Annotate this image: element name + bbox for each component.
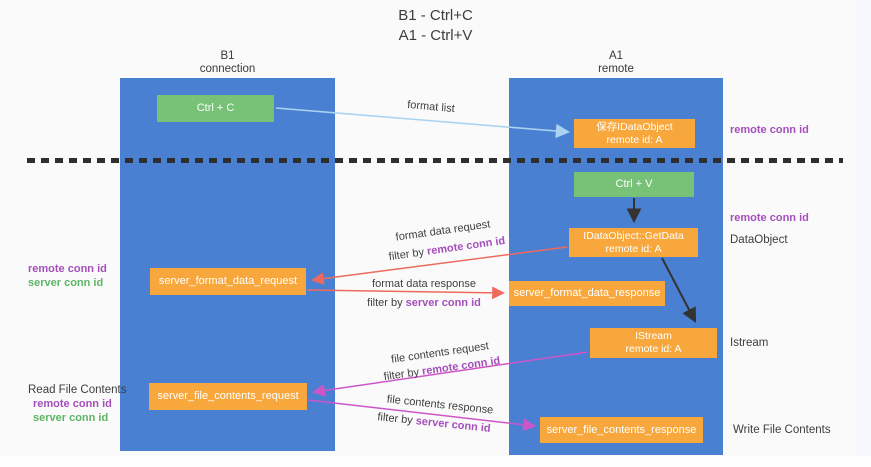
remote-conn-id-text: remote conn id [426,234,506,258]
label-filter-server-conn-id-1: filter by server conn id [367,297,481,309]
filter-by-text: filter by [376,411,417,428]
label-format-data-response: format data response [372,278,476,290]
side-label-remote-conn-id-mid-right: remote conn id [730,212,809,224]
node-ctrl-v: Ctrl + V [574,172,694,197]
node-server-file-contents-request: server_file_contents_request [149,383,307,410]
node-istream-line2: remote id: A [625,343,682,355]
node-istream: IStream remote id: A [590,328,717,358]
node-server-file-contents-request-label: server_file_contents_request [157,390,299,402]
side-label-server-conn-id-bottom-left: server conn id [33,412,109,424]
server-conn-id-text: server conn id [415,415,492,435]
server-conn-id-text: server conn id [405,297,481,309]
node-getdata-line2: remote id: A [605,242,662,255]
title-line-1: B1 - Ctrl+C [398,7,473,24]
node-ctrl-c: Ctrl + C [157,95,274,122]
side-label-write-file-contents: Write File Contents [733,424,831,436]
lane-b1-subtitle: connection [199,63,256,75]
side-label-remote-conn-id-top-right: remote conn id [730,124,809,136]
node-server-format-data-request: server_format_data_request [150,268,306,295]
node-server-file-contents-response-label: server_file_contents_response [546,423,697,436]
filter-by-text: filter by [388,245,428,264]
node-istream-line1: IStream [635,330,672,342]
side-label-dataobject: DataObject [730,234,788,246]
lane-a1-name: A1 [608,50,624,62]
side-label-remote-conn-id-bottom-left: remote conn id [33,398,112,410]
side-label-read-file-contents: Read File Contents [28,384,127,396]
arrow-format-data-response [306,286,505,300]
node-server-format-data-request-label: server_format_data_request [158,275,298,287]
lane-header-b1: B1 connection [120,50,335,76]
node-getdata-line1: IDataObject::GetData [583,229,684,242]
node-server-file-contents-response: server_file_contents_response [540,417,703,443]
diagram-title: B1 - Ctrl+C A1 - Ctrl+V [0,6,871,46]
lane-header-a1: A1 remote [509,50,723,76]
node-ctrl-c-label: Ctrl + C [196,102,235,114]
lane-b1-name: B1 [220,50,235,62]
filter-by-text: filter by [367,297,406,309]
background-right-tint [856,0,871,467]
background-bottom-strip [0,456,871,467]
filter-by-text: filter by [383,365,423,384]
label-format-list: format list [406,98,456,116]
side-label-server-conn-id-top-left: server conn id [28,277,104,289]
dashed-separator-line [27,158,843,163]
node-server-format-data-response: server_format_data_response [509,281,665,306]
node-idataobject-getdata: IDataObject::GetData remote id: A [569,228,698,257]
side-label-remote-conn-id-top-left: remote conn id [28,263,107,275]
node-ctrl-v-label: Ctrl + V [615,178,653,190]
lane-a1-subtitle: remote [598,63,634,75]
node-server-format-data-response-label: server_format_data_response [513,287,661,299]
title-line-2: A1 - Ctrl+V [398,27,473,44]
side-label-istream: Istream [730,337,769,349]
node-save-idataobject-line1: 保存IDataObject [596,120,673,133]
node-save-idataobject: 保存IDataObject remote id: A [574,119,695,148]
node-save-idataobject-line2: remote id: A [606,133,663,146]
